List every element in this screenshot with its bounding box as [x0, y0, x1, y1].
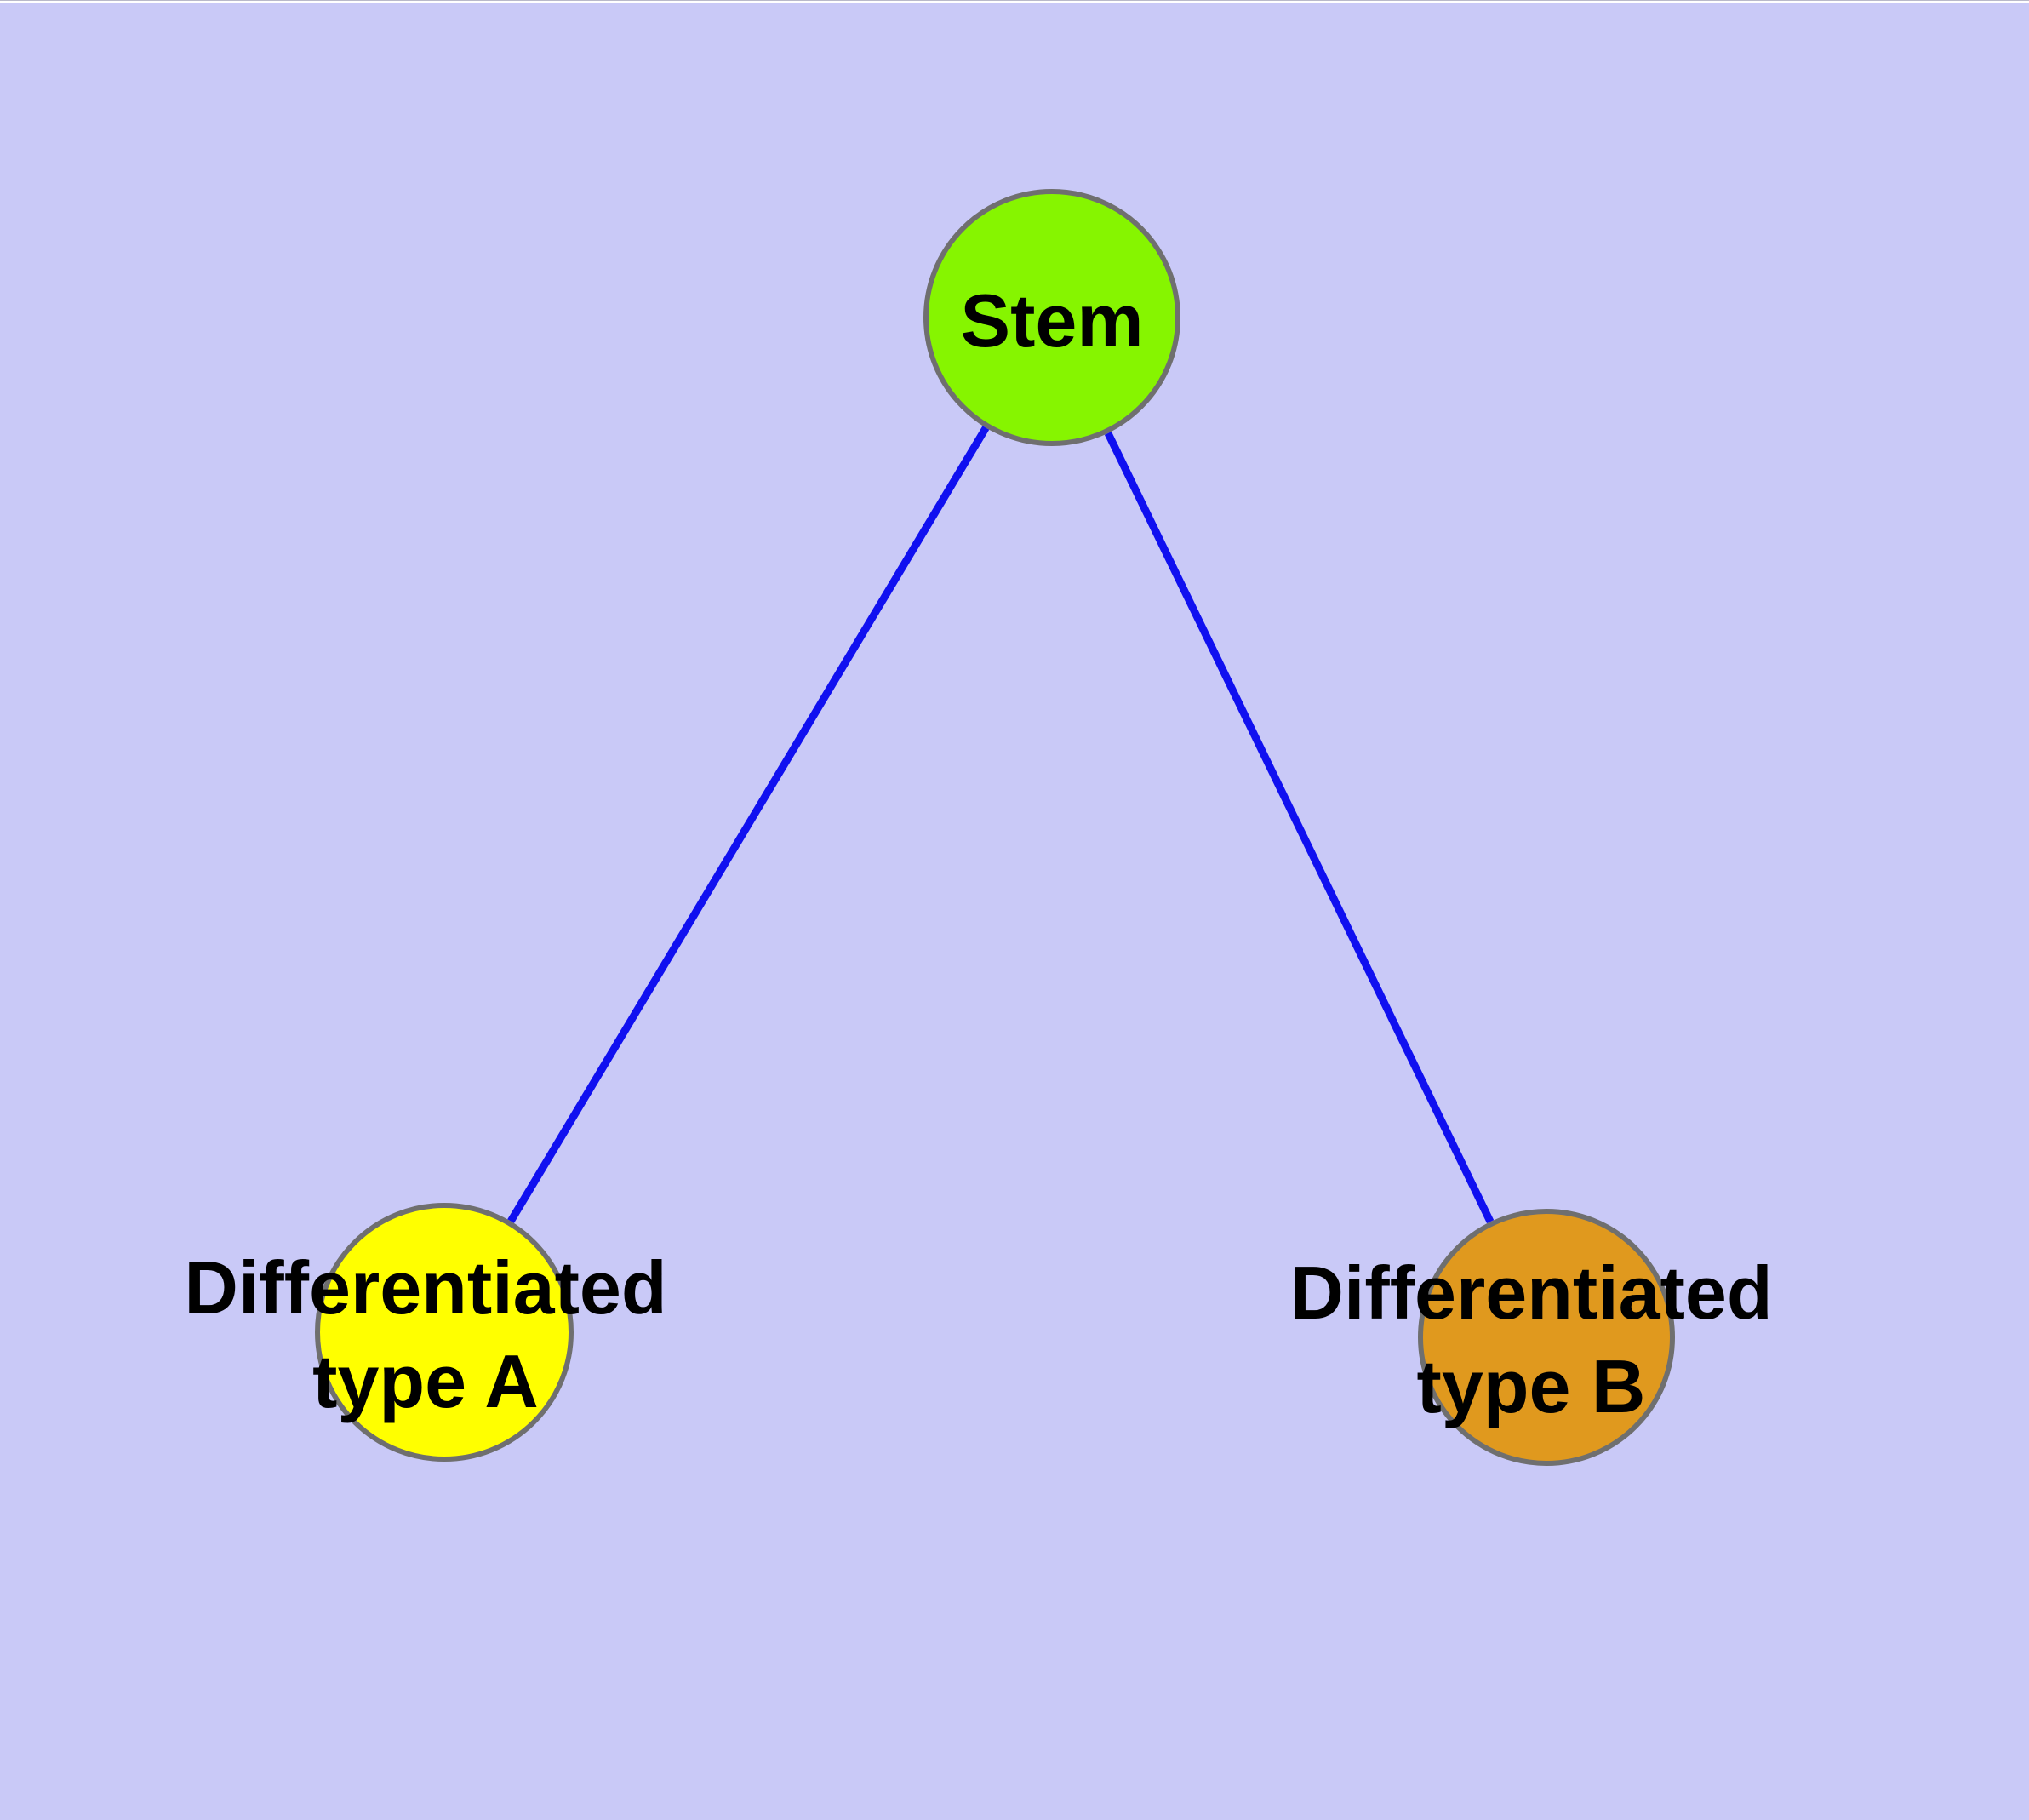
node-type-a-label: Differentiated type A: [184, 1245, 667, 1423]
node-stem: [923, 189, 1180, 446]
edge-stem-to-type-a: [507, 426, 990, 1223]
node-stem-label: Stem: [960, 278, 1144, 363]
node-type-a: [315, 1203, 574, 1462]
node-type-b: [1418, 1209, 1675, 1466]
edge-stem-to-type-b: [1104, 431, 1495, 1224]
top-edge-strip: [0, 0, 2029, 3]
node-type-b-label: Differentiated type B: [1289, 1251, 1773, 1428]
